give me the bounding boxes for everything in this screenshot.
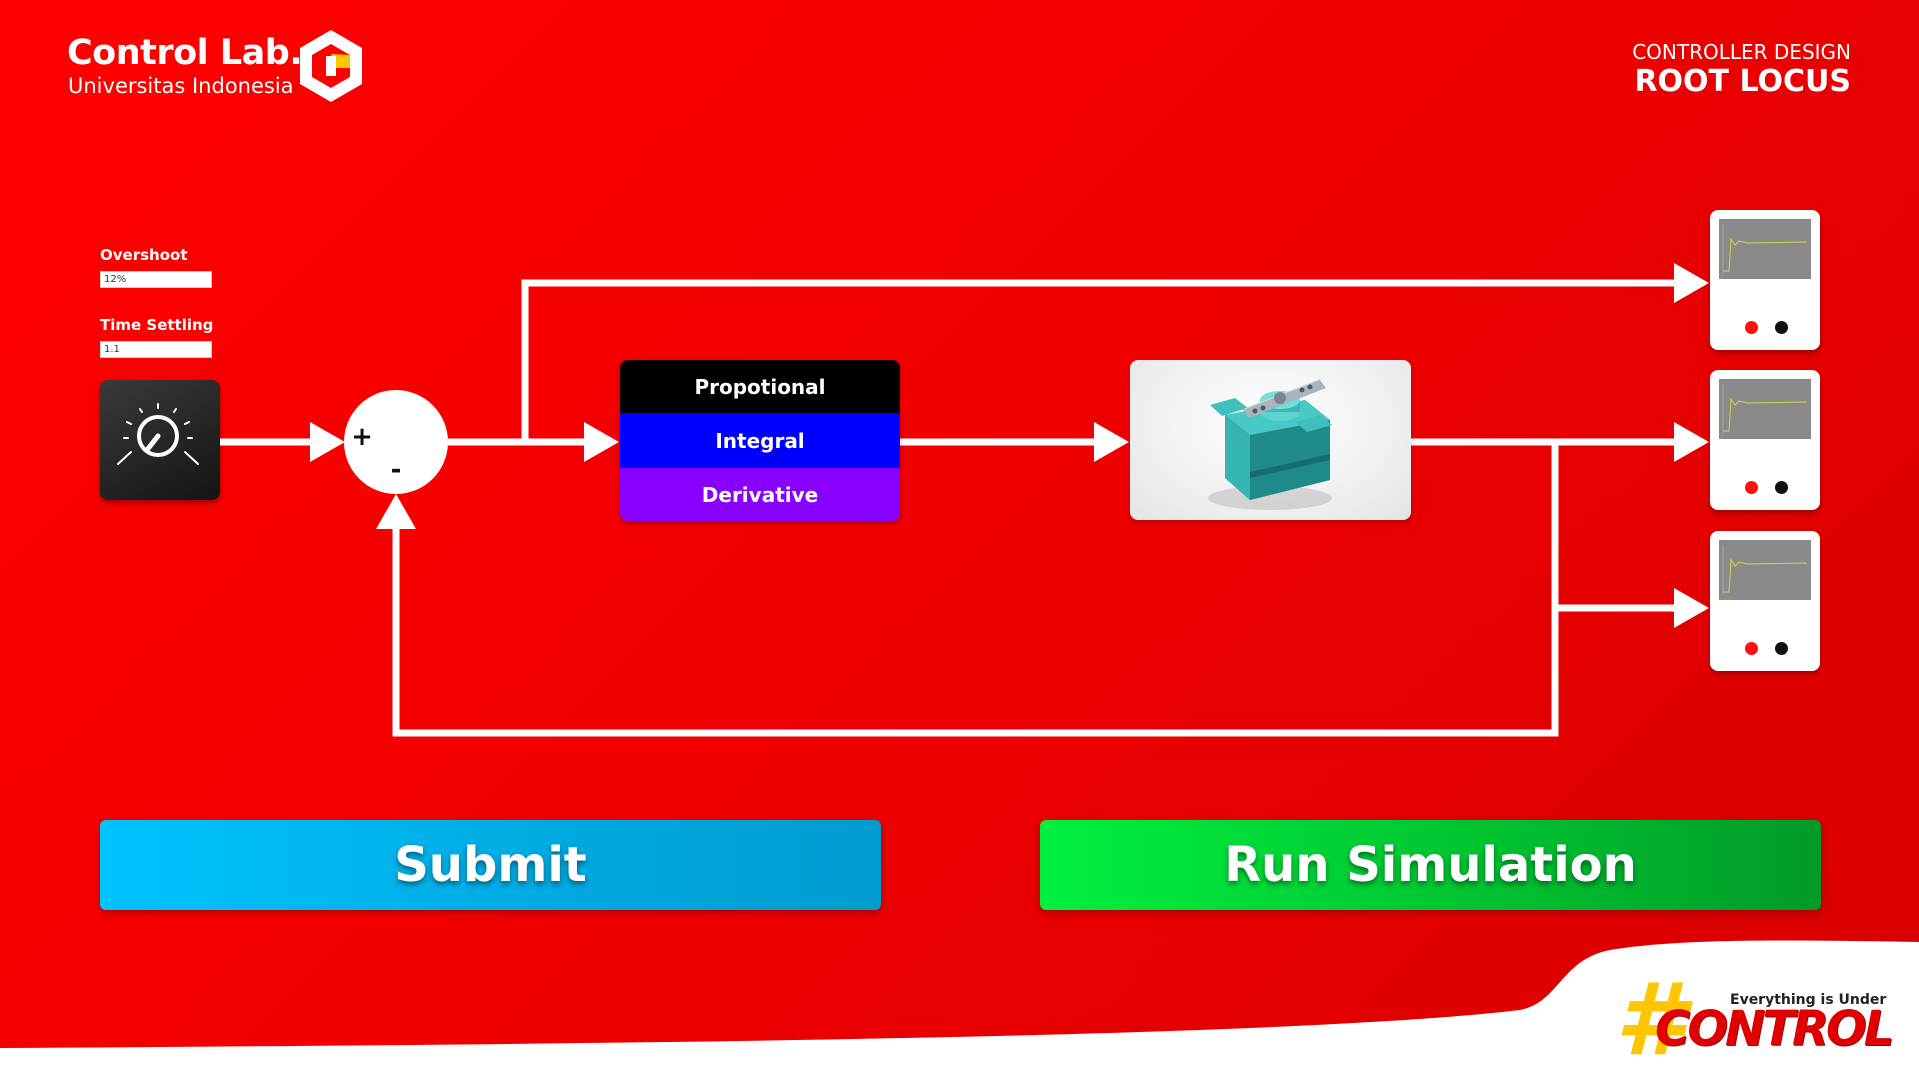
- summing-junction: [344, 390, 448, 494]
- scope-black-indicator: [1775, 642, 1788, 655]
- knob-icon: [117, 403, 199, 465]
- page-title: ROOT LOCUS: [1634, 64, 1851, 99]
- overshoot-label: Overshoot: [100, 246, 188, 264]
- brand-wordmark: CONTROL: [1655, 1001, 1894, 1057]
- plus-sign: +: [351, 422, 373, 452]
- section-label: CONTROLLER DESIGN: [1632, 40, 1851, 64]
- scope-red-indicator: [1745, 321, 1758, 334]
- integral-button[interactable]: Integral: [620, 413, 900, 468]
- scope-screen: [1719, 540, 1811, 600]
- scope-black-indicator: [1775, 481, 1788, 494]
- arrow-head-icon: [1674, 263, 1709, 303]
- scope-red-indicator: [1745, 481, 1758, 494]
- control-lab-logo-icon: [300, 30, 362, 102]
- derivative-button[interactable]: Derivative: [620, 468, 900, 521]
- scope-error[interactable]: [1710, 210, 1820, 350]
- settling-time-input[interactable]: [100, 341, 212, 358]
- pid-controller: Propotional Integral Derivative: [620, 360, 900, 521]
- error-scope-line: [521, 279, 1680, 442]
- scope-screen: [1719, 219, 1811, 279]
- overshoot-input[interactable]: [100, 271, 212, 288]
- proportional-button[interactable]: Propotional: [620, 360, 900, 413]
- scope-red-indicator: [1745, 642, 1758, 655]
- university-name: Universitas Indonesia: [68, 74, 294, 98]
- arrow-head-icon: [1674, 588, 1709, 628]
- arrow-head-icon: [1674, 422, 1709, 462]
- submit-button[interactable]: Submit: [100, 820, 881, 910]
- brand-tagline: Everything is Under: [1730, 992, 1887, 1008]
- run-simulation-button[interactable]: Run Simulation: [1040, 820, 1821, 910]
- lab-name: Control Lab.: [67, 33, 303, 73]
- scope-output[interactable]: [1710, 370, 1820, 510]
- arrow-head-icon: [376, 494, 416, 529]
- scope-black-indicator: [1775, 321, 1788, 334]
- feedback-line: [392, 442, 1559, 737]
- settling-time-label: Time Settling: [100, 316, 214, 334]
- arrow-head-icon: [1094, 422, 1129, 462]
- setpoint-knob[interactable]: [100, 380, 220, 500]
- arrow-head-icon: [310, 422, 345, 462]
- servo-motor-plant[interactable]: [1130, 360, 1411, 520]
- arrow-head-icon: [584, 422, 619, 462]
- scope-feedback[interactable]: [1710, 531, 1820, 671]
- scope-screen: [1719, 379, 1811, 439]
- servo-motor-icon: [1208, 378, 1332, 510]
- footer-wave: [0, 940, 1919, 1079]
- brand-hash-mark: #: [1615, 961, 1685, 1078]
- minus-sign: -: [390, 455, 402, 485]
